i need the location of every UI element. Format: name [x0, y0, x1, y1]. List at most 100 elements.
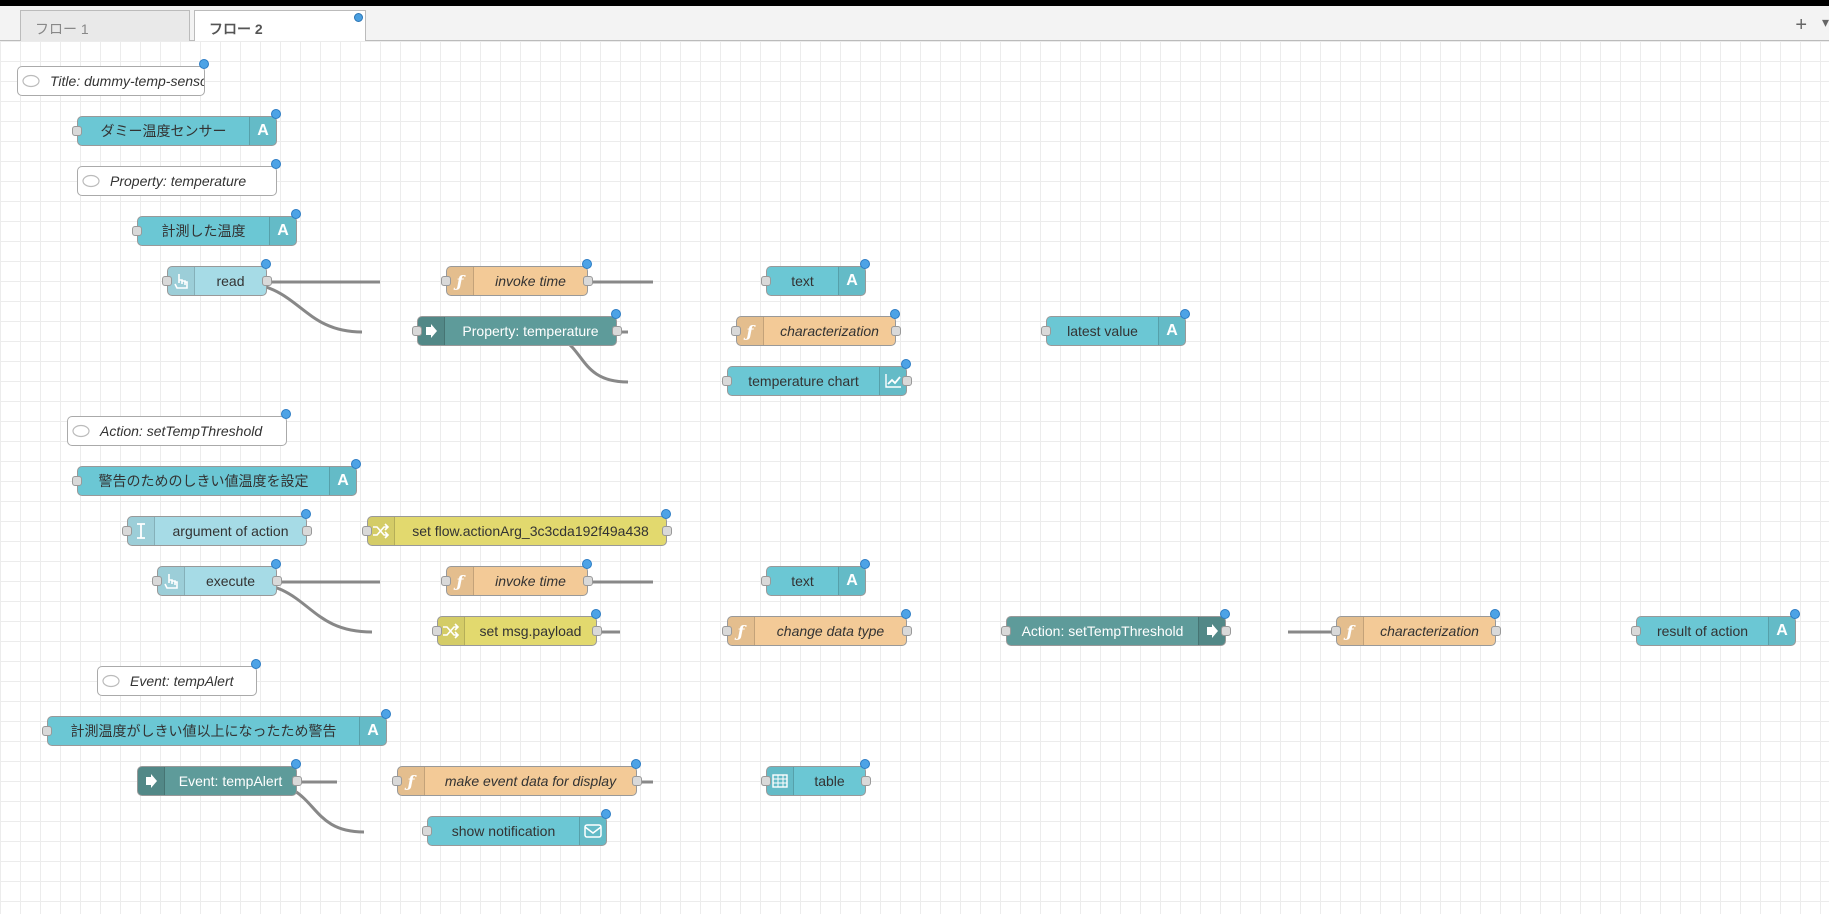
input-port[interactable] [72, 476, 82, 486]
output-port[interactable] [262, 276, 272, 286]
tab-flow-1[interactable]: フロー 1 [20, 10, 190, 41]
input-port[interactable] [42, 726, 52, 736]
node-label: set flow.actionArg_3c3cda192f49a438 [412, 523, 649, 539]
output-port[interactable] [902, 376, 912, 386]
output-port[interactable] [592, 626, 602, 636]
input-port[interactable] [1001, 626, 1011, 636]
status-dot-icon [1220, 609, 1230, 619]
status-dot-icon [271, 109, 281, 119]
ui-chart-node[interactable]: temperature chart [722, 359, 912, 396]
function-icon: ƒ [737, 317, 764, 345]
ui-text-node[interactable]: text A [761, 559, 870, 596]
input-port[interactable] [761, 576, 771, 586]
arrow-in-icon [418, 317, 445, 345]
flow-tab-bar: フロー 1 フロー 2 + ▾ [0, 6, 1829, 42]
ui-text-input-node[interactable]: argument of action [122, 509, 312, 546]
status-dot-icon [199, 59, 209, 69]
ui-text-node[interactable]: text A [761, 259, 870, 296]
output-port[interactable] [272, 576, 282, 586]
input-port[interactable] [1631, 626, 1641, 636]
input-port[interactable] [1331, 626, 1341, 636]
status-dot-icon [351, 459, 361, 469]
text-a-icon: A [1158, 317, 1185, 345]
change-node-set-payload[interactable]: set msg.payload [432, 609, 602, 646]
node-label: Event: tempAlert [130, 673, 234, 689]
status-dot-icon [582, 559, 592, 569]
text-cursor-icon [128, 517, 155, 545]
ui-notification-node[interactable]: show notification [422, 809, 611, 846]
comment-node[interactable]: Action: setTempThreshold [67, 409, 291, 446]
status-dot-icon [1490, 609, 1500, 619]
comment-node[interactable]: Property: temperature [77, 159, 281, 196]
input-port[interactable] [731, 326, 741, 336]
function-node-characterization[interactable]: ƒ characterization [1331, 609, 1501, 646]
add-flow-button[interactable]: + [1795, 14, 1807, 36]
function-node-make-event-data[interactable]: ƒ make event data for display [392, 759, 642, 796]
input-port[interactable] [152, 576, 162, 586]
ui-text-node[interactable]: latest value A [1041, 309, 1190, 346]
ui-text-node[interactable]: 計測温度がしきい値以上になったため警告 A [42, 709, 391, 746]
status-dot-icon [281, 409, 291, 419]
wot-property-node[interactable]: Property: temperature [412, 309, 622, 346]
text-a-icon: A [359, 717, 386, 745]
input-port[interactable] [122, 526, 132, 536]
function-node-invoke-time[interactable]: ƒ invoke time [441, 259, 593, 296]
status-dot-icon [1790, 609, 1800, 619]
wot-action-node[interactable]: Action: setTempThreshold [1001, 609, 1231, 646]
input-port[interactable] [441, 576, 451, 586]
button-node-read[interactable]: read [162, 259, 272, 296]
output-port[interactable] [583, 276, 593, 286]
output-port[interactable] [861, 776, 871, 786]
input-port[interactable] [422, 826, 432, 836]
input-port[interactable] [432, 626, 442, 636]
function-node-characterization[interactable]: ƒ characterization [731, 309, 901, 346]
input-port[interactable] [162, 276, 172, 286]
status-dot-icon [860, 759, 870, 769]
text-a-icon: A [838, 567, 865, 595]
node-label: Title: dummy-temp-sensor [50, 73, 204, 89]
output-port[interactable] [902, 626, 912, 636]
output-port[interactable] [583, 576, 593, 586]
node-label: 警告のためのしきい値温度を設定 [98, 473, 309, 489]
ui-text-node[interactable]: result of action A [1631, 609, 1800, 646]
input-port[interactable] [761, 276, 771, 286]
output-port[interactable] [662, 526, 672, 536]
tab-label: フロー 2 [209, 21, 263, 37]
function-icon: ƒ [398, 767, 425, 795]
flow-canvas[interactable] [0, 41, 1829, 914]
input-port[interactable] [412, 326, 422, 336]
ui-text-node[interactable]: ダミー温度センサー A [72, 109, 281, 146]
status-dot-icon [381, 709, 391, 719]
status-dot-icon [291, 209, 301, 219]
input-port[interactable] [722, 376, 732, 386]
output-port[interactable] [612, 326, 622, 336]
input-port[interactable] [1041, 326, 1051, 336]
input-port[interactable] [72, 126, 82, 136]
output-port[interactable] [1221, 626, 1231, 636]
input-port[interactable] [761, 776, 771, 786]
output-port[interactable] [1491, 626, 1501, 636]
node-label: change data type [776, 623, 885, 639]
tab-menu-button[interactable]: ▾ [1821, 14, 1829, 30]
ui-text-node[interactable]: 計測した温度 A [132, 209, 301, 246]
function-node-change-data-type[interactable]: ƒ change data type [722, 609, 912, 646]
output-port[interactable] [632, 776, 642, 786]
input-port[interactable] [392, 776, 402, 786]
change-node-set-flow[interactable]: set flow.actionArg_3c3cda192f49a438 [362, 509, 672, 546]
tab-flow-2[interactable]: フロー 2 [194, 10, 366, 42]
function-node-invoke-time[interactable]: ƒ invoke time [441, 559, 593, 596]
ui-table-node[interactable]: table [761, 759, 871, 796]
wot-event-node[interactable]: Event: tempAlert [137, 759, 302, 796]
output-port[interactable] [302, 526, 312, 536]
input-port[interactable] [441, 276, 451, 286]
output-port[interactable] [891, 326, 901, 336]
output-port[interactable] [292, 776, 302, 786]
button-node-execute[interactable]: execute [152, 559, 282, 596]
hand-pointer-icon [158, 567, 185, 595]
input-port[interactable] [722, 626, 732, 636]
comment-node[interactable]: Title: dummy-temp-sensor [17, 59, 209, 96]
ui-text-node[interactable]: 警告のためのしきい値温度を設定 A [72, 459, 361, 496]
input-port[interactable] [362, 526, 372, 536]
input-port[interactable] [132, 226, 142, 236]
comment-node[interactable]: Event: tempAlert [97, 659, 261, 696]
